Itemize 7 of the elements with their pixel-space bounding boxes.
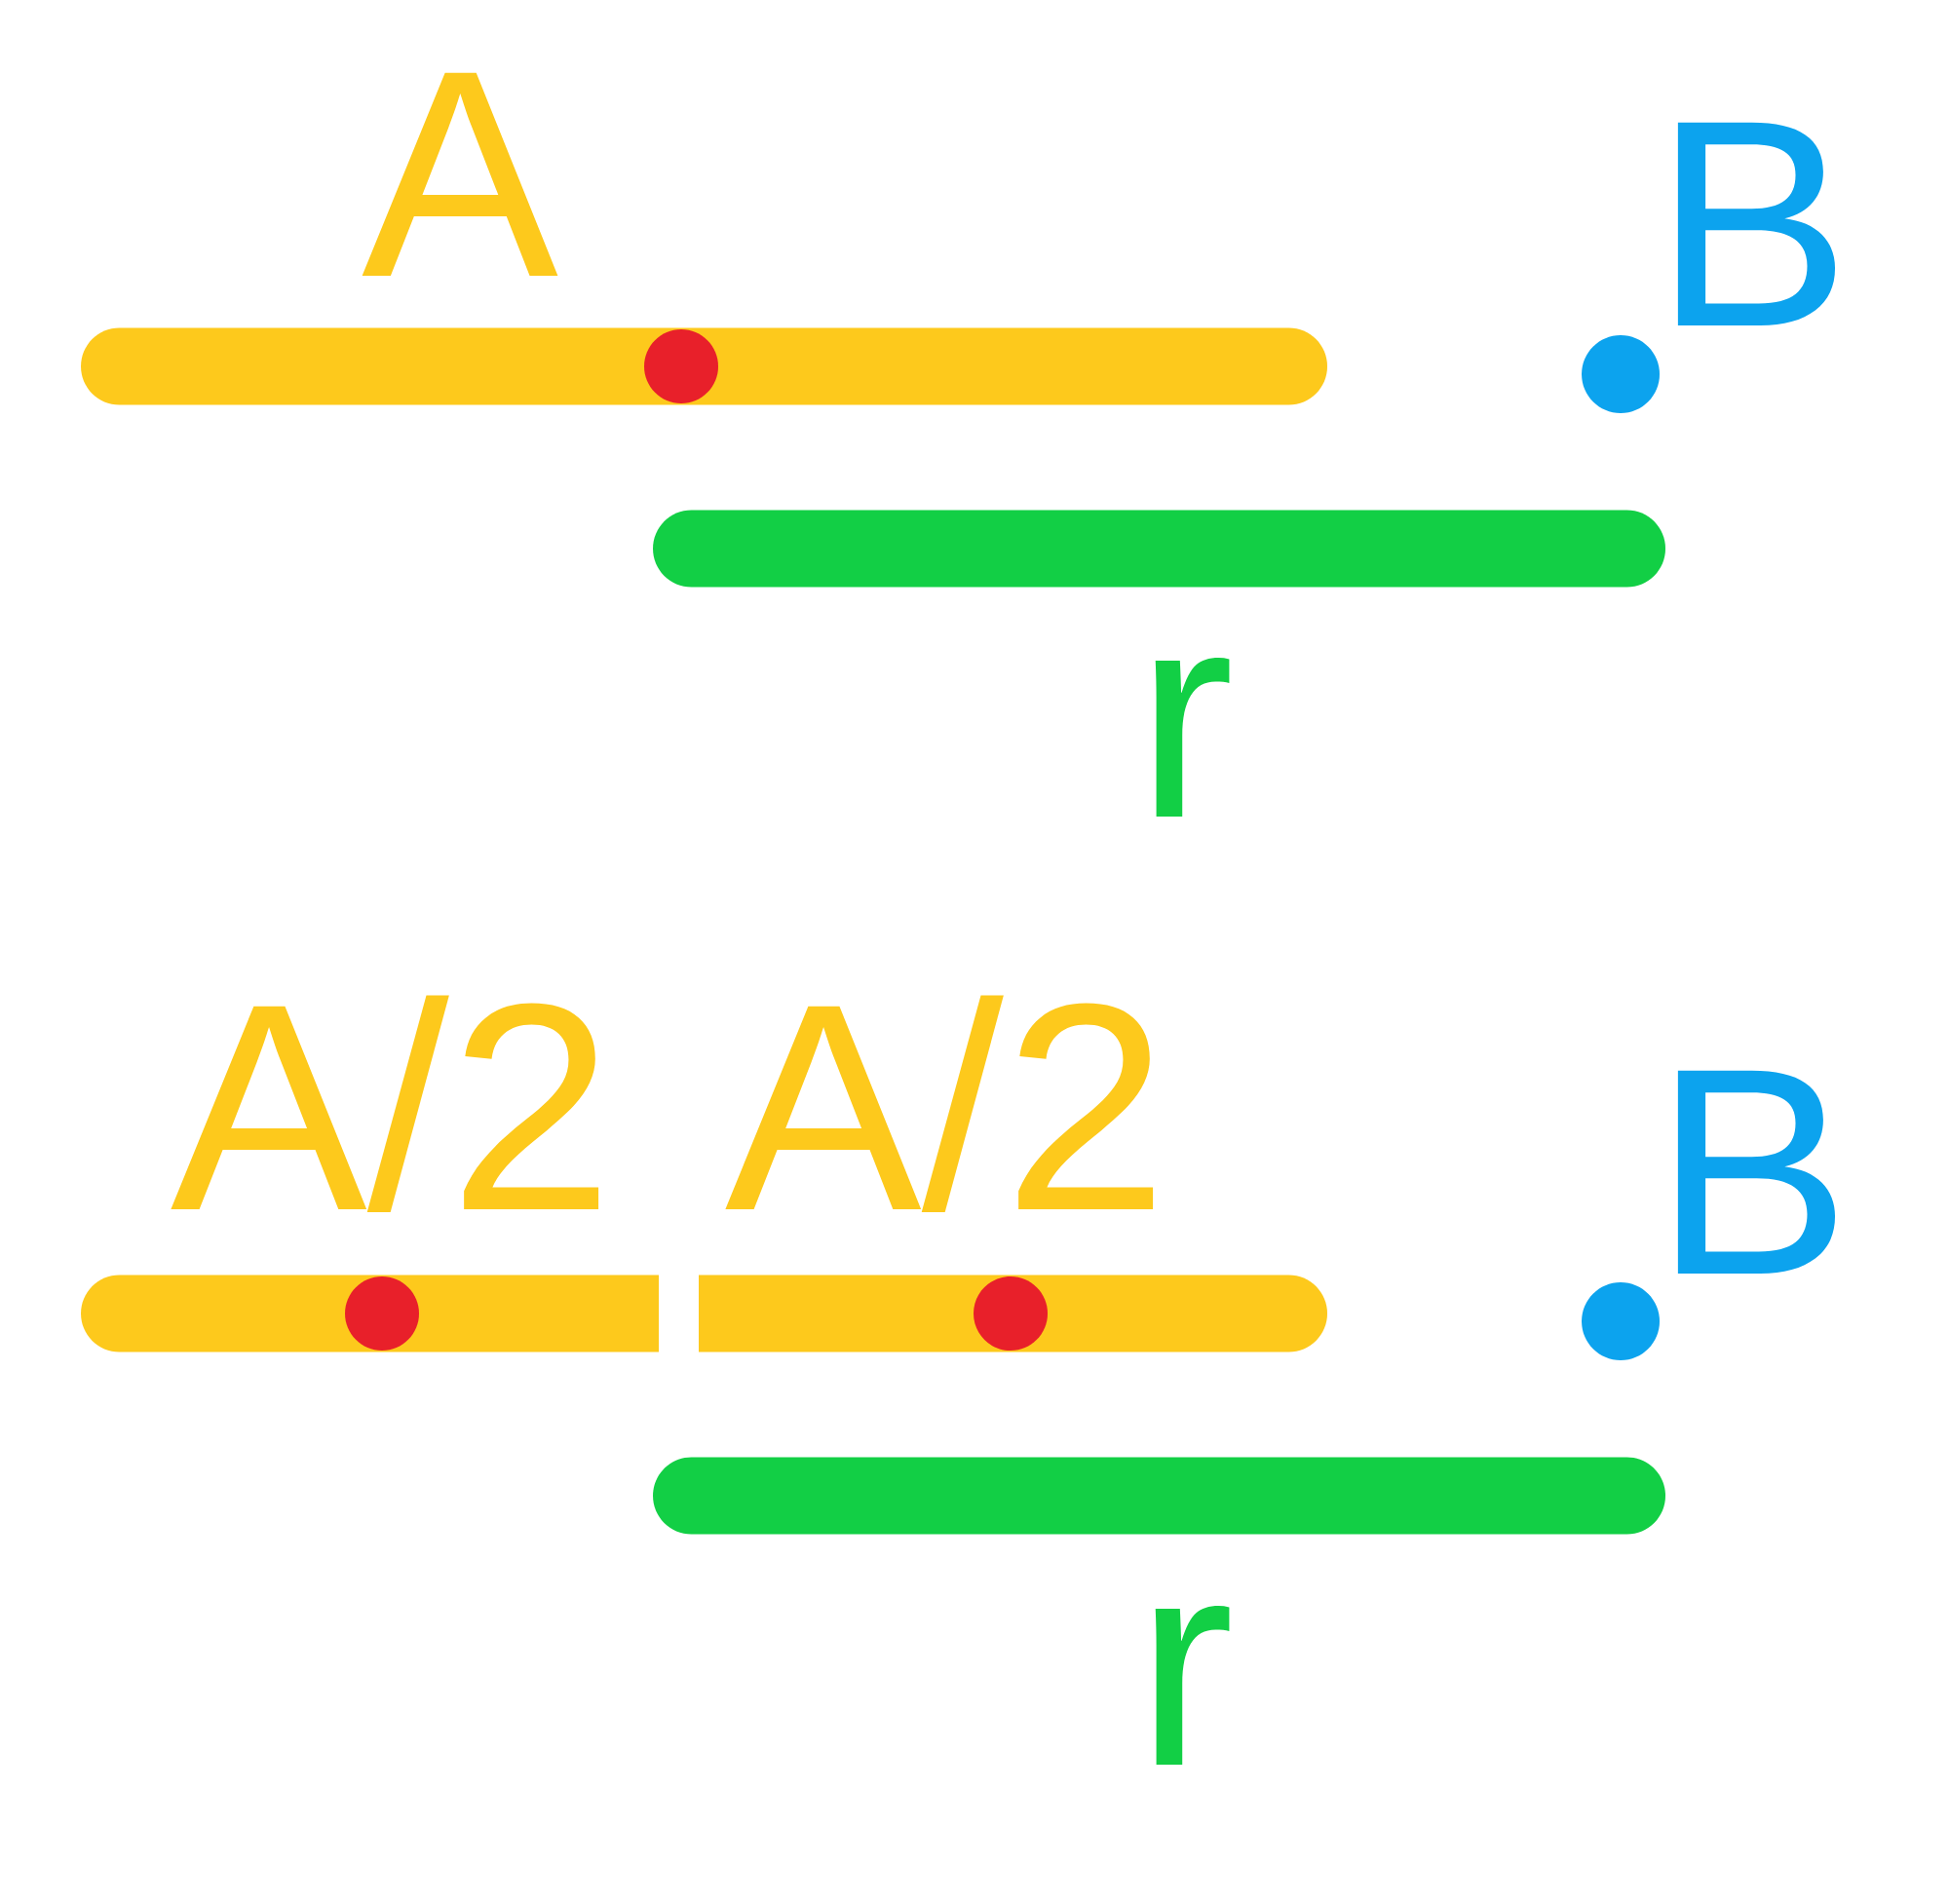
segment-label: A bbox=[362, 72, 558, 276]
segment-label: r bbox=[1155, 1606, 1230, 1765]
segment-label: A/2 bbox=[171, 995, 599, 1212]
point-label: B bbox=[1677, 1070, 1836, 1274]
segment-label: A/2 bbox=[725, 995, 1154, 1212]
point-label: B bbox=[1677, 122, 1836, 325]
segment-label: r bbox=[1155, 658, 1230, 817]
